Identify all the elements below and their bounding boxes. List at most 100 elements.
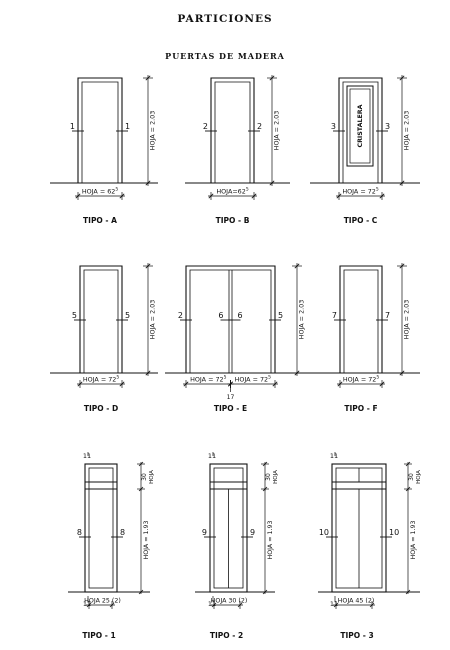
- section-mark-number: 1: [70, 122, 75, 131]
- height-dimension-label: HOJA = 2.03: [403, 111, 411, 151]
- dimension-tick: [294, 370, 300, 376]
- width-label-main: HOJA = 62: [82, 188, 116, 196]
- section-mark-number: 9: [250, 528, 255, 537]
- dimension-tick: [145, 180, 151, 186]
- section-mark-number: 11: [330, 452, 338, 460]
- width-label-sup: 5: [376, 375, 379, 381]
- door-type-label: TIPO - 1: [82, 631, 115, 640]
- width-dimension-label: HOJA 45 (2): [338, 598, 375, 605]
- dimension-tick: [138, 461, 144, 467]
- width-dimension-label: HOJA 30 (2): [211, 598, 248, 605]
- dimension-tick: [336, 193, 342, 199]
- width-label-sup: 5: [268, 375, 271, 381]
- width-dimension-label: HOJA = 625: [82, 187, 119, 196]
- door-frame-inner: [214, 81, 251, 183]
- section-mark-number: 11: [208, 600, 216, 608]
- width-label-sup: 5: [376, 187, 379, 193]
- width-dimension-label: HOJA = 725: [342, 187, 379, 196]
- dimension-tick: [379, 193, 385, 199]
- door-frame-outer: [209, 463, 248, 593]
- width-label-sup: 5: [115, 187, 118, 193]
- dimension-tick: [211, 602, 217, 608]
- dimension-tick: [119, 193, 125, 199]
- dimension-tick: [75, 193, 81, 199]
- dimension-tick: [208, 193, 214, 199]
- door-type-label: TIPO - E: [214, 404, 247, 413]
- height-dimension-label: HOJA = 1.93: [143, 520, 150, 559]
- page-title: PARTICIONES: [177, 13, 273, 25]
- width-dimension-label: HOJA = 725: [235, 375, 272, 384]
- dimension-tick: [294, 263, 300, 269]
- dimension-tick: [251, 193, 257, 199]
- dimension-tick: [399, 370, 405, 376]
- door-type-label: TIPO - 3: [340, 631, 373, 640]
- section-mark-number: 5: [278, 311, 283, 320]
- dimension-tick: [269, 180, 275, 186]
- door-frame-outer: [77, 77, 123, 183]
- width-label-main: HOJA = 72: [342, 188, 376, 196]
- width-dimension-label: HOJA = 725: [343, 375, 380, 384]
- door-frame-inner: [189, 269, 272, 373]
- width-label-sup: 5: [246, 187, 249, 193]
- section-mark-number: 11: [83, 452, 91, 460]
- height-dimension-label: HOJA = 2.03: [149, 111, 157, 151]
- width-label-main: HOJA = 72: [83, 376, 117, 384]
- dimension-tick: [379, 381, 385, 387]
- transom-dimension-label: HOJA: [149, 470, 155, 484]
- door-frame-outer: [210, 77, 255, 183]
- dimension-tick: [145, 263, 151, 269]
- height-dimension-label: HOJA = 2.03: [149, 300, 157, 340]
- dimension-tick: [145, 370, 151, 376]
- door-type-label: TIPO - F: [344, 404, 377, 413]
- section-mark-number: 5: [72, 311, 77, 320]
- section-mark-number: 8: [120, 528, 125, 537]
- door-type-label: TIPO - C: [344, 216, 378, 225]
- width-label-main: HOJA = 72: [190, 376, 224, 384]
- section-mark-number: 6: [238, 311, 243, 320]
- height-dimension-label: HOJA = 2.03: [298, 300, 306, 340]
- dimension-tick: [405, 589, 411, 595]
- height-dimension-label: HOJA = 2.03: [403, 300, 411, 340]
- width-label-main: HOJA = 72: [343, 376, 377, 384]
- glass-label: CRISTALERA: [357, 104, 364, 147]
- transom-dimension-label: 30: [141, 473, 148, 481]
- dimension-tick: [399, 75, 405, 81]
- section-mark-number: 7: [332, 311, 337, 320]
- dimension-tick: [262, 589, 268, 595]
- transom-dimension-label: 30: [408, 473, 415, 481]
- dimension-tick: [77, 381, 83, 387]
- section-mark-number: 3: [385, 122, 390, 131]
- door-frame-outer: [339, 265, 383, 373]
- width-dimension-label: HOJA = 725: [83, 375, 120, 384]
- door-type-label: TIPO - D: [84, 404, 118, 413]
- door-type-label: TIPO - A: [83, 216, 117, 225]
- transom-dimension-label: HOJA: [416, 470, 422, 484]
- door-frame-outer: [338, 77, 383, 183]
- transom-dimension-label: HOJA: [273, 470, 279, 484]
- width-dimension-label: HOJA = 725: [190, 375, 227, 384]
- transom-dimension-label: 30: [265, 473, 272, 481]
- door-frame-inner: [88, 467, 114, 589]
- dimension-tick: [145, 75, 151, 81]
- dimension-tick: [109, 602, 115, 608]
- section-mark-number: 10: [389, 528, 399, 537]
- section-mark-number: 11: [330, 600, 338, 608]
- glass-panel-inner: [349, 88, 371, 164]
- dimension-tick: [269, 75, 275, 81]
- section-mark-number: 11: [208, 452, 216, 460]
- dimension-tick: [333, 602, 339, 608]
- door-frame-outer: [79, 265, 123, 373]
- dimension-tick: [399, 263, 405, 269]
- dimension-tick: [337, 381, 343, 387]
- door-frame-inner: [83, 269, 119, 373]
- door-type-label: TIPO - B: [216, 216, 250, 225]
- section-mark-number: 2: [178, 311, 183, 320]
- height-dimension-label: HOJA = 2.03: [273, 111, 281, 151]
